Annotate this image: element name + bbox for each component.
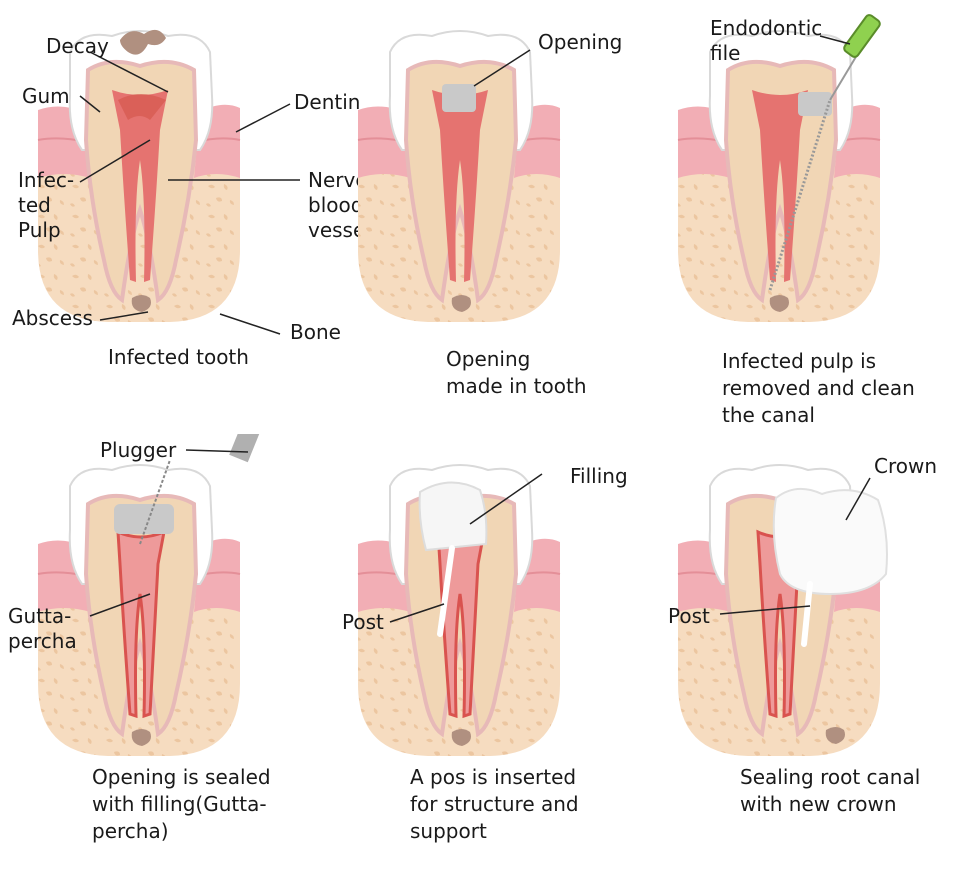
plugger-label: Plugger <box>100 438 177 462</box>
bone-label: Bone <box>290 320 341 344</box>
dentin-label: Dentin <box>294 90 361 114</box>
caption: Sealing root canal with new crown <box>740 765 921 816</box>
opening-mark <box>442 84 476 112</box>
panel-opening: Opening Opening made in tooth <box>320 0 640 434</box>
caption: A pos is inserted for structure and supp… <box>410 765 579 843</box>
filling-label: Filling <box>570 464 628 488</box>
caption: Opening is sealed with filling(Gutta- pe… <box>92 765 271 843</box>
panel-clean-canal: Endodontic file Infected pulp is removed… <box>640 0 960 434</box>
abscess-mark <box>131 295 151 312</box>
opening-label: Opening <box>538 30 623 54</box>
panel-post-inserted: Filling Post A pos is inserted for struc… <box>320 434 640 868</box>
plugger-icon <box>229 434 263 463</box>
endodontic-file-icon <box>843 14 881 58</box>
opening-tooth-illustration <box>356 29 562 324</box>
crown-shape <box>772 487 888 596</box>
post-label: Post <box>342 610 384 634</box>
post-mark <box>437 545 455 637</box>
crown-label: Crown <box>874 454 938 478</box>
panel-new-crown: Crown Post Sealing root canal with new c… <box>640 434 960 868</box>
caption: Opening made in tooth <box>446 347 587 398</box>
infected-tooth-illustration <box>36 29 300 335</box>
filling-block <box>418 481 488 552</box>
caption: Infected tooth <box>108 345 249 369</box>
gum-label: Gum <box>22 84 70 108</box>
post-tooth-illustration <box>356 463 562 758</box>
panel-sealed-gutta-percha: Plugger Gutta- percha Opening is sealed … <box>0 434 320 868</box>
decay-label: Decay <box>46 34 109 58</box>
abscess-label: Abscess <box>12 306 93 330</box>
caption: Infected pulp is removed and clean the c… <box>722 349 915 427</box>
decay-mark <box>120 29 166 55</box>
sealed-tooth-illustration <box>36 434 263 758</box>
infected-pulp-label: Infec- ted Pulp <box>18 168 75 242</box>
clean-canal-illustration <box>676 14 882 324</box>
crown-tooth-illustration <box>676 463 888 758</box>
gutta-percha-label: Gutta- percha <box>8 604 77 653</box>
post-label: Post <box>668 604 710 628</box>
endodontic-file-label: Endodontic file <box>710 16 823 65</box>
panel-infected-tooth: Decay Gum Dentin Infec- ted Pulp Nerves,… <box>0 0 384 434</box>
